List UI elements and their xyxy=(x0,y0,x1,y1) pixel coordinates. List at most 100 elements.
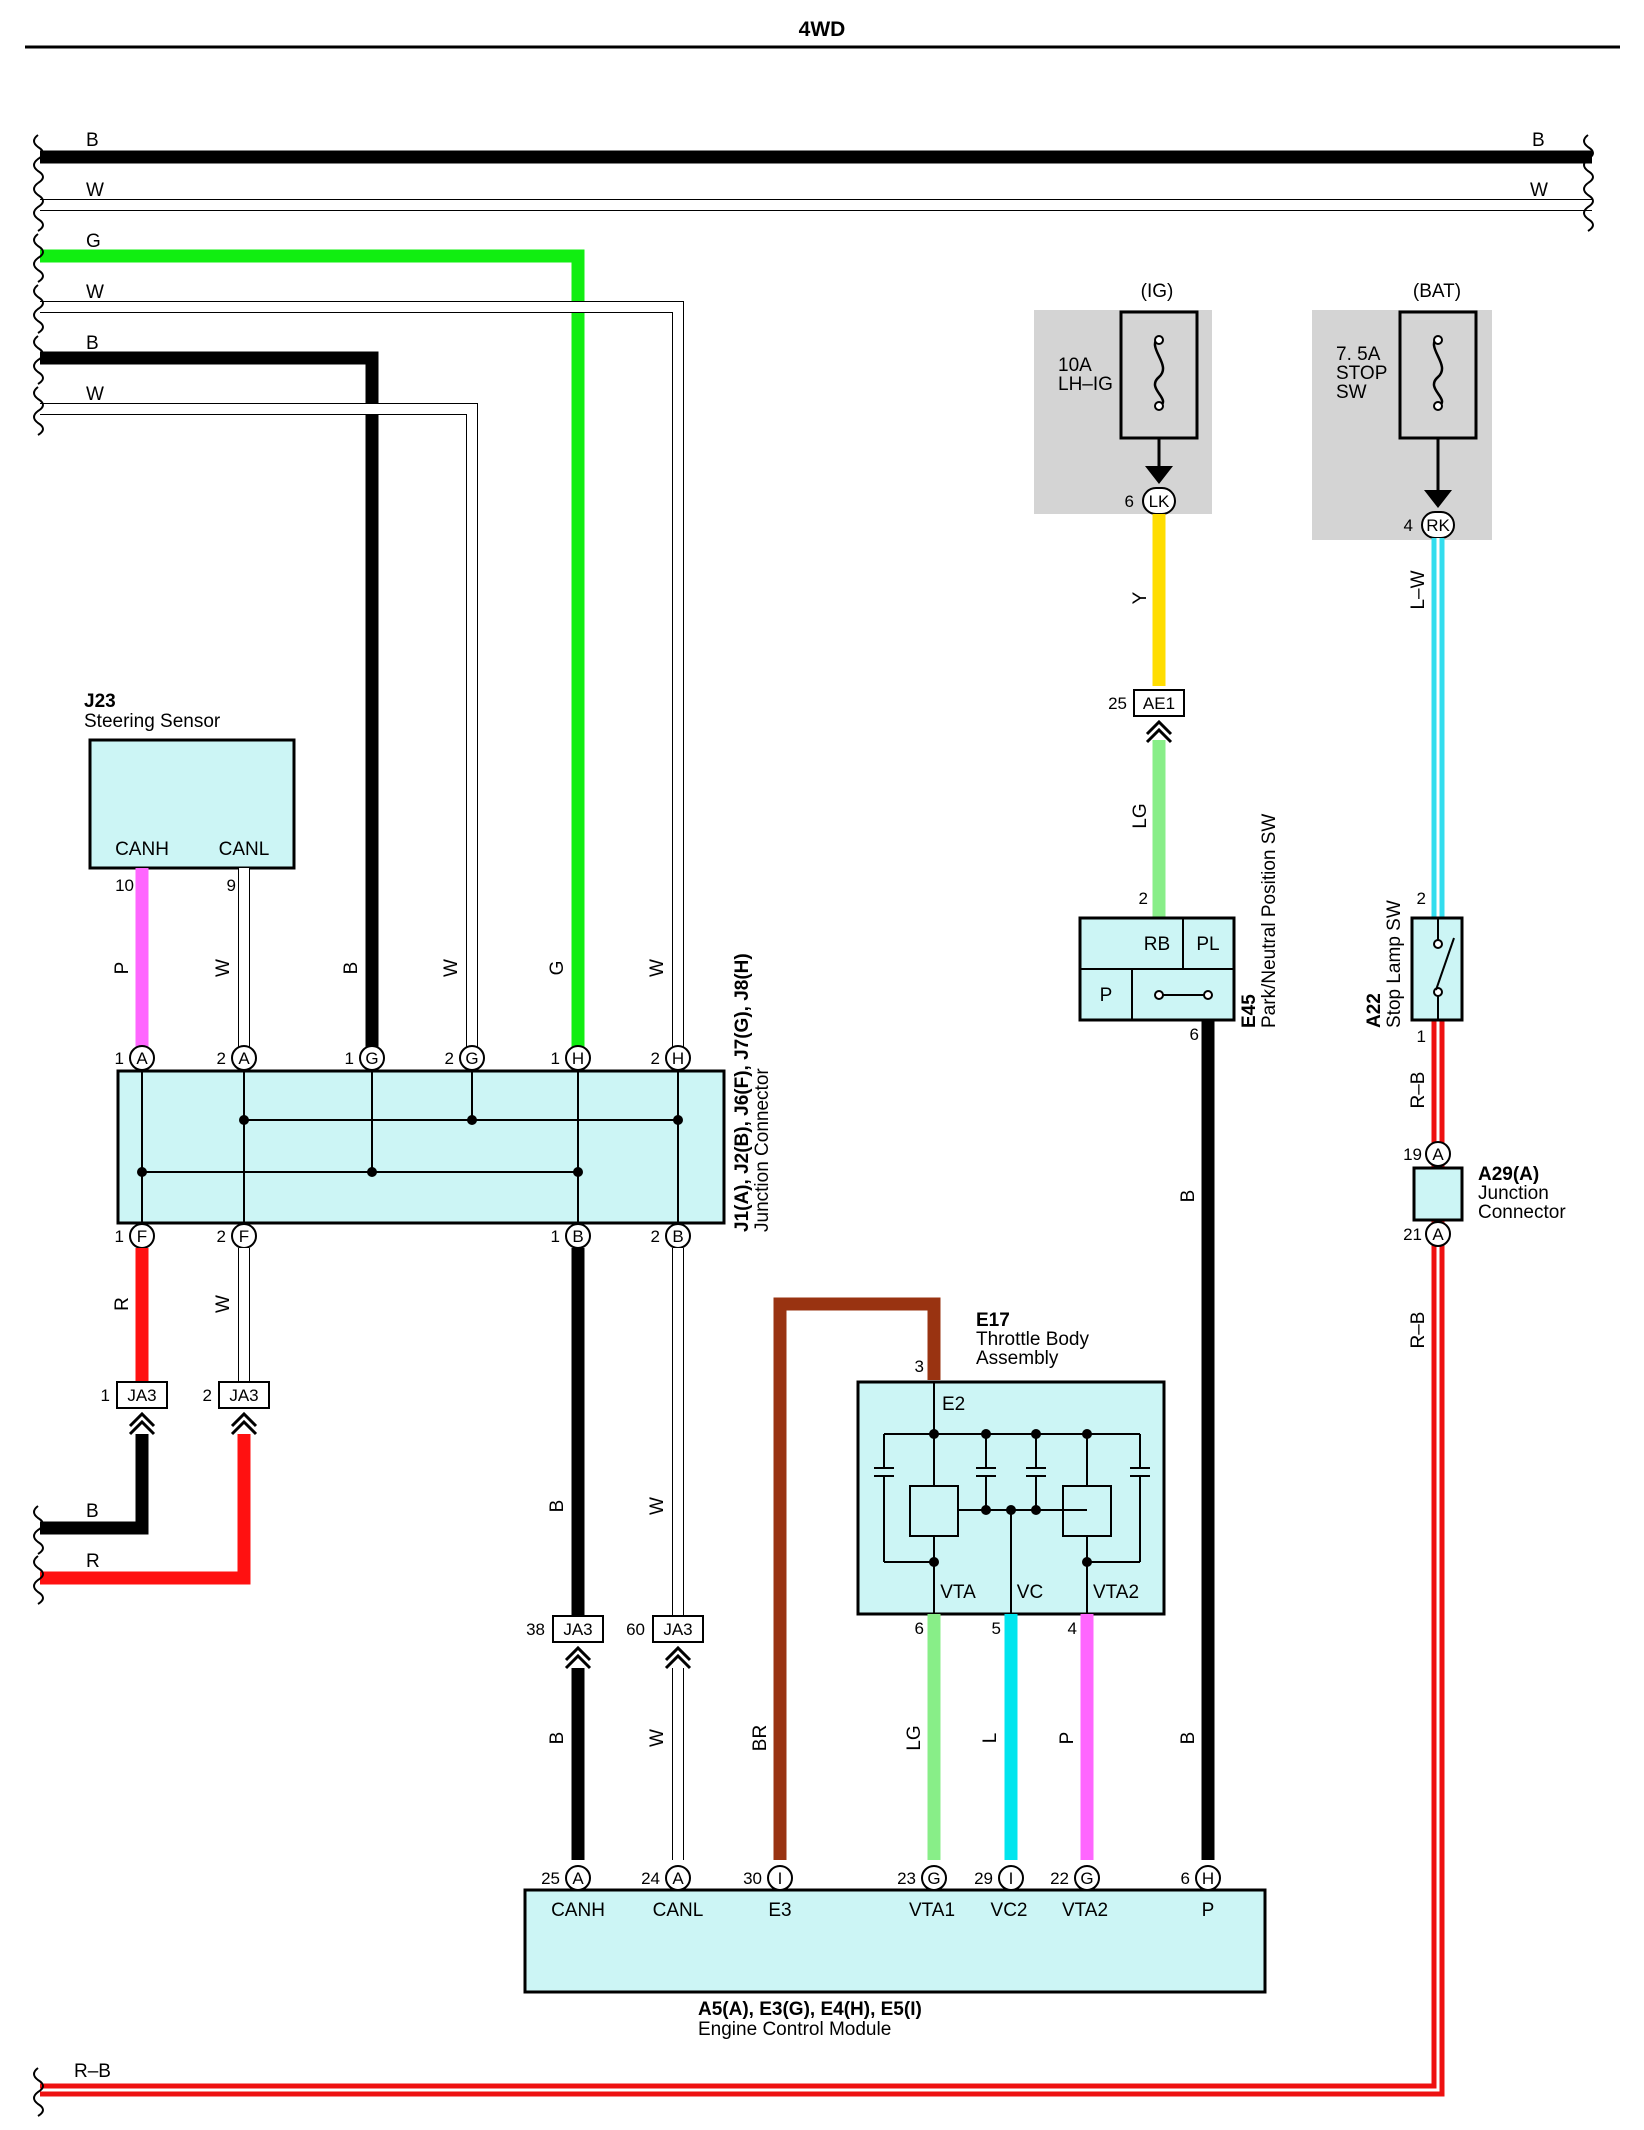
wire-label-w-right: W xyxy=(647,959,668,977)
jt-pin6-num: 2 xyxy=(651,1049,660,1068)
conn-ja3-1 xyxy=(116,1381,168,1409)
a22-pin-out: 1 xyxy=(1417,1027,1426,1046)
e17-pin-vc: VC xyxy=(1017,1582,1043,1603)
conn-ja3-60-pin: 60 xyxy=(626,1620,645,1639)
engine-control-module: A5(A), E3(G), E4(H), E5(I) Engine Contro… xyxy=(523,1888,1267,2040)
e17-name2: Assembly xyxy=(976,1348,1059,1369)
jb-pin4-num: 2 xyxy=(651,1227,660,1246)
fuse-ig: (IG) 10A LH–IG LK 6 xyxy=(1034,281,1212,515)
ecm-pin6-letter: G xyxy=(1080,1869,1093,1888)
wire-label-br: BR xyxy=(750,1725,771,1751)
j23-pin-10: 10 xyxy=(115,876,134,895)
jt-pin4-num: 2 xyxy=(445,1049,454,1068)
wire-label-l-vc: L xyxy=(980,1733,1001,1744)
ecm-pin2-name: CANL xyxy=(653,1900,704,1921)
conn-ae1-chevron xyxy=(1145,720,1173,744)
jb-pin4-letter: B xyxy=(672,1227,683,1246)
wire-label-rb-top: R–B xyxy=(1408,1072,1429,1109)
wire-label-b-left-in: B xyxy=(86,1501,99,1522)
a29-pin2-num: 21 xyxy=(1403,1225,1422,1244)
jb-pin3-num: 1 xyxy=(551,1227,560,1246)
conn-ja3-2-label: JA3 xyxy=(229,1386,258,1405)
e45-pin-in: 2 xyxy=(1139,889,1148,908)
e17-e2-label: E2 xyxy=(942,1394,965,1415)
a29-code: A29(A) xyxy=(1478,1164,1539,1185)
wire-label-b-b2: B xyxy=(547,1732,568,1745)
e45-switch: 2 RB PL P 6 E45 Park/Neutral Position SW xyxy=(1078,814,1280,1044)
wire-label-w-mid: W xyxy=(441,959,462,977)
wire-label-b-p-bottom: B xyxy=(1178,1732,1199,1745)
ecm-pin1-letter: A xyxy=(572,1869,584,1888)
wire-br xyxy=(773,1297,941,1860)
bus-label-g: G xyxy=(86,231,101,252)
ecm-pin7-name: P xyxy=(1202,1900,1215,1921)
conn-ja3-2 xyxy=(218,1381,270,1409)
junction-bottom-pins: F 1 F 2 B 1 B 2 xyxy=(115,1223,691,1249)
a22-switch: 2 1 A22 Stop Lamp SW xyxy=(1364,889,1464,1046)
fuse-bat-name: STOP xyxy=(1336,363,1387,384)
wire-rb xyxy=(40,1020,1445,2097)
a29-pin1-num: 19 xyxy=(1403,1145,1422,1164)
ecm-pin2-num: 24 xyxy=(641,1869,660,1888)
wire-label-y: Y xyxy=(1130,591,1151,604)
wire-label-b-p-top: B xyxy=(1178,1190,1199,1203)
ecm-name: Engine Control Module xyxy=(698,2019,891,2040)
jt-pin1-letter: A xyxy=(136,1049,148,1068)
fuse-bat-rating: 7. 5A xyxy=(1336,344,1381,365)
wire-b-left-in xyxy=(40,1434,149,1535)
conn-ja3-2-chevron xyxy=(230,1412,258,1436)
jt-pin3-letter: G xyxy=(365,1049,378,1068)
bus-label-b2: B xyxy=(86,333,99,354)
conn-ja3-1-label: JA3 xyxy=(127,1386,156,1405)
j23-code: J23 xyxy=(84,691,116,712)
wire-label-w-f: W xyxy=(213,1295,234,1313)
e17-pin-vta2: VTA2 xyxy=(1093,1582,1139,1603)
ecm-pin7-letter: H xyxy=(1202,1869,1214,1888)
conn-rk-pin: 4 xyxy=(1404,516,1413,535)
wire-label-b-b: B xyxy=(547,1500,568,1513)
wire-label-r-f: R xyxy=(112,1297,133,1311)
fuse-bat-arrow xyxy=(1424,490,1452,508)
wire-label-lg-vta: LG xyxy=(904,1725,925,1750)
j23-pin-9: 9 xyxy=(227,876,236,895)
bus-label-w1-right: W xyxy=(1530,180,1548,201)
e45-code: E45 xyxy=(1239,994,1260,1028)
fuse-bat: (BAT) 7. 5A STOP SW RK 4 xyxy=(1312,281,1492,540)
junction-top-pins: A 1 A 2 G 1 G 2 H 1 H 2 xyxy=(115,1045,691,1071)
ecm-pin3-name: E3 xyxy=(768,1900,791,1921)
wire-label-rb-bottom: R–B xyxy=(74,2061,111,2082)
conn-ja3-60-chevron xyxy=(664,1646,692,1670)
conn-ae1 xyxy=(1133,689,1185,717)
conn-ae1-pin: 25 xyxy=(1108,694,1127,713)
conn-ja3-38-label: JA3 xyxy=(563,1620,592,1639)
a22-pin-in: 2 xyxy=(1417,889,1426,908)
wire-label-r-left-in: R xyxy=(86,1551,100,1572)
a29-pin1-letter: A xyxy=(1432,1145,1444,1164)
fuse-ig-arrow xyxy=(1145,466,1173,484)
a29-pin2-letter: A xyxy=(1432,1225,1444,1244)
ecm-pin1-name: CANH xyxy=(551,1900,605,1921)
jt-pin2-num: 2 xyxy=(217,1049,226,1068)
bus-label-b1: B xyxy=(86,130,99,151)
e17-e2-pin: 3 xyxy=(915,1357,924,1376)
jt-pin3-num: 1 xyxy=(345,1049,354,1068)
wire-r-left-in xyxy=(40,1434,251,1585)
wire-label-w-j23: W xyxy=(213,959,234,977)
a22-name: Stop Lamp SW xyxy=(1384,900,1405,1028)
jb-pin3-letter: B xyxy=(572,1227,583,1246)
conn-ja3-38-chevron xyxy=(564,1646,592,1670)
ecm-pins: A 25 CANH A 24 CANL I 30 E3 G 23 VTA1 I … xyxy=(541,1865,1221,1921)
conn-ja3-60 xyxy=(652,1615,704,1643)
bus-braces-right xyxy=(1583,134,1594,232)
wire-label-b-mid: B xyxy=(341,962,362,975)
fuse-ig-name: LH–IG xyxy=(1058,374,1113,395)
conn-ja3-2-pin: 2 xyxy=(203,1386,212,1405)
fuse-bat-supply: (BAT) xyxy=(1413,281,1461,302)
wire-label-w-b2: W xyxy=(647,1729,668,1747)
conn-ja3-38 xyxy=(552,1615,604,1643)
page-title: 4WD xyxy=(799,18,846,41)
a22-code: A22 xyxy=(1364,993,1385,1028)
e45-pin-out: 6 xyxy=(1190,1025,1199,1044)
jt-pin2-letter: A xyxy=(238,1049,250,1068)
e17-pin-vta: VTA xyxy=(940,1582,976,1603)
